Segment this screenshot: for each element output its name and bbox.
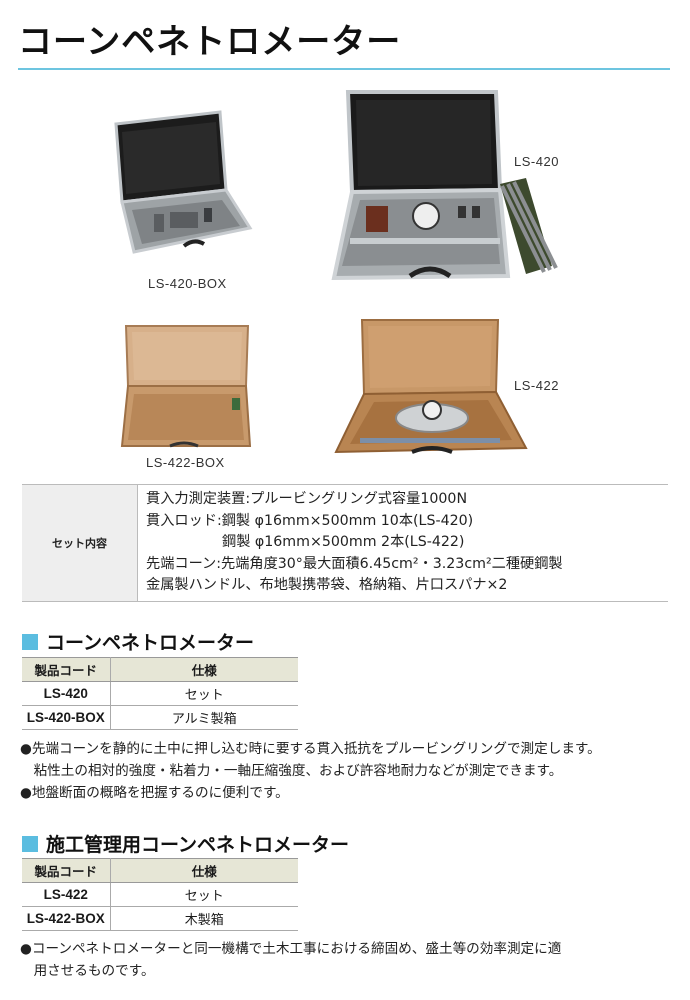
bullet-line: ●先端コーンを静的に土中に押し込む時に要する貫入抵抗をプルービングリングで測定し… [20, 741, 601, 757]
col-spec: 仕様 [110, 657, 298, 682]
ls420-photo [331, 90, 558, 281]
set-line: 金属製ハンドル、布地製携帯袋、格納箱、片口スパナ×2 [146, 577, 508, 594]
spec-cell: セット [110, 681, 298, 706]
label-ls420: LS-420 [514, 154, 559, 169]
section1-title: コーンペネトロメーター [46, 632, 255, 654]
bullet-line: ●地盤断面の概略を把握するのに便利です。 [20, 785, 289, 801]
set-line: 先端コーン:先端角度30°最大面積6.45cm²・3.23cm²二種硬鋼製 [146, 555, 563, 572]
table-row: LS-420 セット [22, 681, 298, 706]
spec-cell: セット [110, 882, 298, 907]
section2-product-table: 製品コード 仕様 LS-422 セット LS-422-BOX 木製箱 [22, 858, 298, 931]
label-ls422box: LS-422-BOX [146, 455, 225, 470]
product-code-cell: LS-420-BOX [22, 705, 111, 730]
set-contents-table: セット内容 貫入力測定装置:プルービングリング式容量1000N 貫入ロッド:鋼製… [22, 484, 668, 602]
set-contents-header: セット内容 [22, 485, 138, 601]
product-code-cell: LS-422-BOX [22, 906, 111, 931]
ls420box-photo [114, 110, 253, 254]
bullet-line: 用させるものです。 [20, 963, 155, 979]
set-line: 鋼製 φ16mm×500mm 2本(LS-422) [222, 534, 465, 551]
set-contents-body: 貫入力測定装置:プルービングリング式容量1000N 貫入ロッド:鋼製 φ16mm… [138, 485, 668, 601]
table-row: LS-422-BOX 木製箱 [22, 906, 298, 931]
set-line: 貫入ロッド:鋼製 φ16mm×500mm 10本(LS-420) [146, 512, 474, 529]
table-row: LS-422 セット [22, 882, 298, 907]
table-header-row: 製品コード 仕様 [22, 657, 298, 682]
section2-title: 施工管理用コーンペネトロメーター [46, 834, 350, 856]
section-square-icon [22, 835, 38, 852]
table-row: LS-420-BOX アルミ製箱 [22, 705, 298, 730]
spec-cell: 木製箱 [110, 906, 298, 931]
section-square-icon [22, 633, 38, 650]
section2-bullets: ●コーンペネトロメーターと同一機構で土木工事における締固め、盛土等の効率測定に適… [20, 938, 680, 982]
table-header-row: 製品コード 仕様 [22, 858, 298, 883]
col-product-code: 製品コード [22, 858, 111, 883]
set-line: 貫入力測定装置:プルービングリング式容量1000N [146, 491, 468, 507]
section1-bullets: ●先端コーンを静的に土中に押し込む時に要する貫入抵抗をプルービングリングで測定し… [20, 738, 680, 804]
bullet-line: ●コーンペネトロメーターと同一機構で土木工事における締固め、盛土等の効率測定に適 [20, 941, 562, 957]
bullet-line: 粘性土の相対的強度・粘着力・一軸圧縮強度、および許容地耐力などが測定できます。 [20, 763, 563, 779]
label-ls422: LS-422 [514, 378, 559, 393]
section2-heading: 施工管理用コーンペネトロメーター [22, 830, 349, 857]
product-code-cell: LS-420 [22, 681, 111, 706]
section1-product-table: 製品コード 仕様 LS-420 セット LS-420-BOX アルミ製箱 [22, 657, 298, 730]
product-code-cell: LS-422 [22, 882, 111, 907]
col-spec: 仕様 [110, 858, 298, 883]
ls422box-photo [120, 325, 252, 448]
page-title: コーンペネトロメーター [18, 22, 402, 62]
section1-heading: コーンペネトロメーター [22, 628, 254, 655]
title-rule [18, 68, 670, 70]
label-ls420box: LS-420-BOX [148, 276, 227, 291]
spec-cell: アルミ製箱 [110, 705, 298, 730]
ls422-photo [334, 319, 528, 454]
col-product-code: 製品コード [22, 657, 111, 682]
